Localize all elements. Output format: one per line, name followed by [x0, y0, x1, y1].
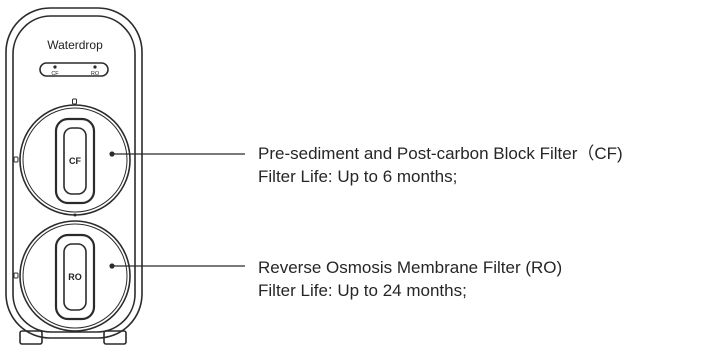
brand-logo: Waterdrop — [47, 38, 103, 52]
filter-cf-grip-inner — [63, 127, 87, 195]
indicator-dot-ro — [93, 65, 97, 69]
indicator-panel — [39, 62, 109, 77]
callout-ro-title: Reverse Osmosis Membrane Filter (RO) — [258, 258, 563, 277]
leader-dot-ro — [109, 263, 115, 269]
filter-label-cf: CF — [69, 156, 81, 166]
indicator-label-ro: RO — [91, 71, 100, 77]
leader-dot-cf — [109, 151, 115, 157]
callout-cf-life: Filter Life: Up to 6 months; — [258, 167, 458, 186]
lock-mark-ro-left — [13, 272, 19, 279]
callout-cf: Pre-sediment and Post-carbon Block Filte… — [258, 142, 623, 188]
lock-mark-cf-top — [72, 98, 77, 105]
filter-label-ro: RO — [68, 272, 82, 282]
filter-ro-grip-inner — [63, 243, 87, 311]
lock-mark-cf-left — [13, 156, 19, 163]
indicator-dot-cf — [53, 65, 57, 69]
device-outer-body — [5, 7, 143, 339]
filter-ro-grip-outer — [54, 233, 96, 321]
callout-cf-title: Pre-sediment and Post-carbon Block Filte… — [258, 144, 623, 163]
callout-ro-life: Filter Life: Up to 24 months; — [258, 281, 467, 300]
indicator-label-cf: CF — [51, 71, 59, 77]
filter-cf-grip-outer — [54, 117, 96, 205]
device-inner-body — [12, 15, 136, 333]
filter-cap-ro — [19, 220, 131, 332]
cap-junction-dot — [73, 213, 77, 217]
callout-ro: Reverse Osmosis Membrane Filter (RO) Fil… — [258, 256, 562, 302]
